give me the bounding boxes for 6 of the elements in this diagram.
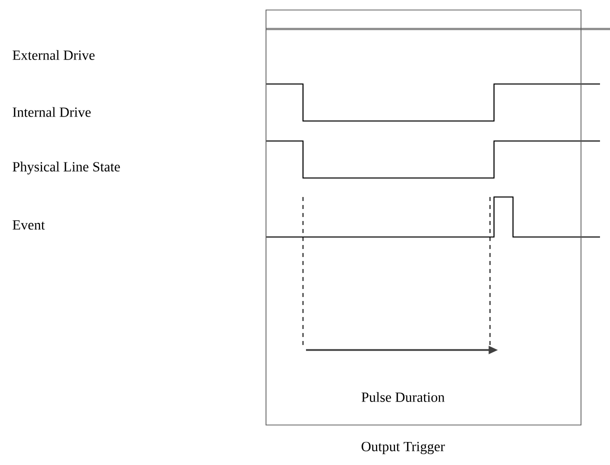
signal-name: Physical Line State: [12, 162, 120, 174]
signal-name: External Drive: [12, 50, 95, 60]
node-label: Output Trigger: [362, 442, 445, 454]
signal-name: Event: [12, 220, 45, 230]
signal-name: Internal Drive: [12, 107, 91, 117]
frame-box: Pulse Duration Output Trigger: [266, 10, 582, 454]
